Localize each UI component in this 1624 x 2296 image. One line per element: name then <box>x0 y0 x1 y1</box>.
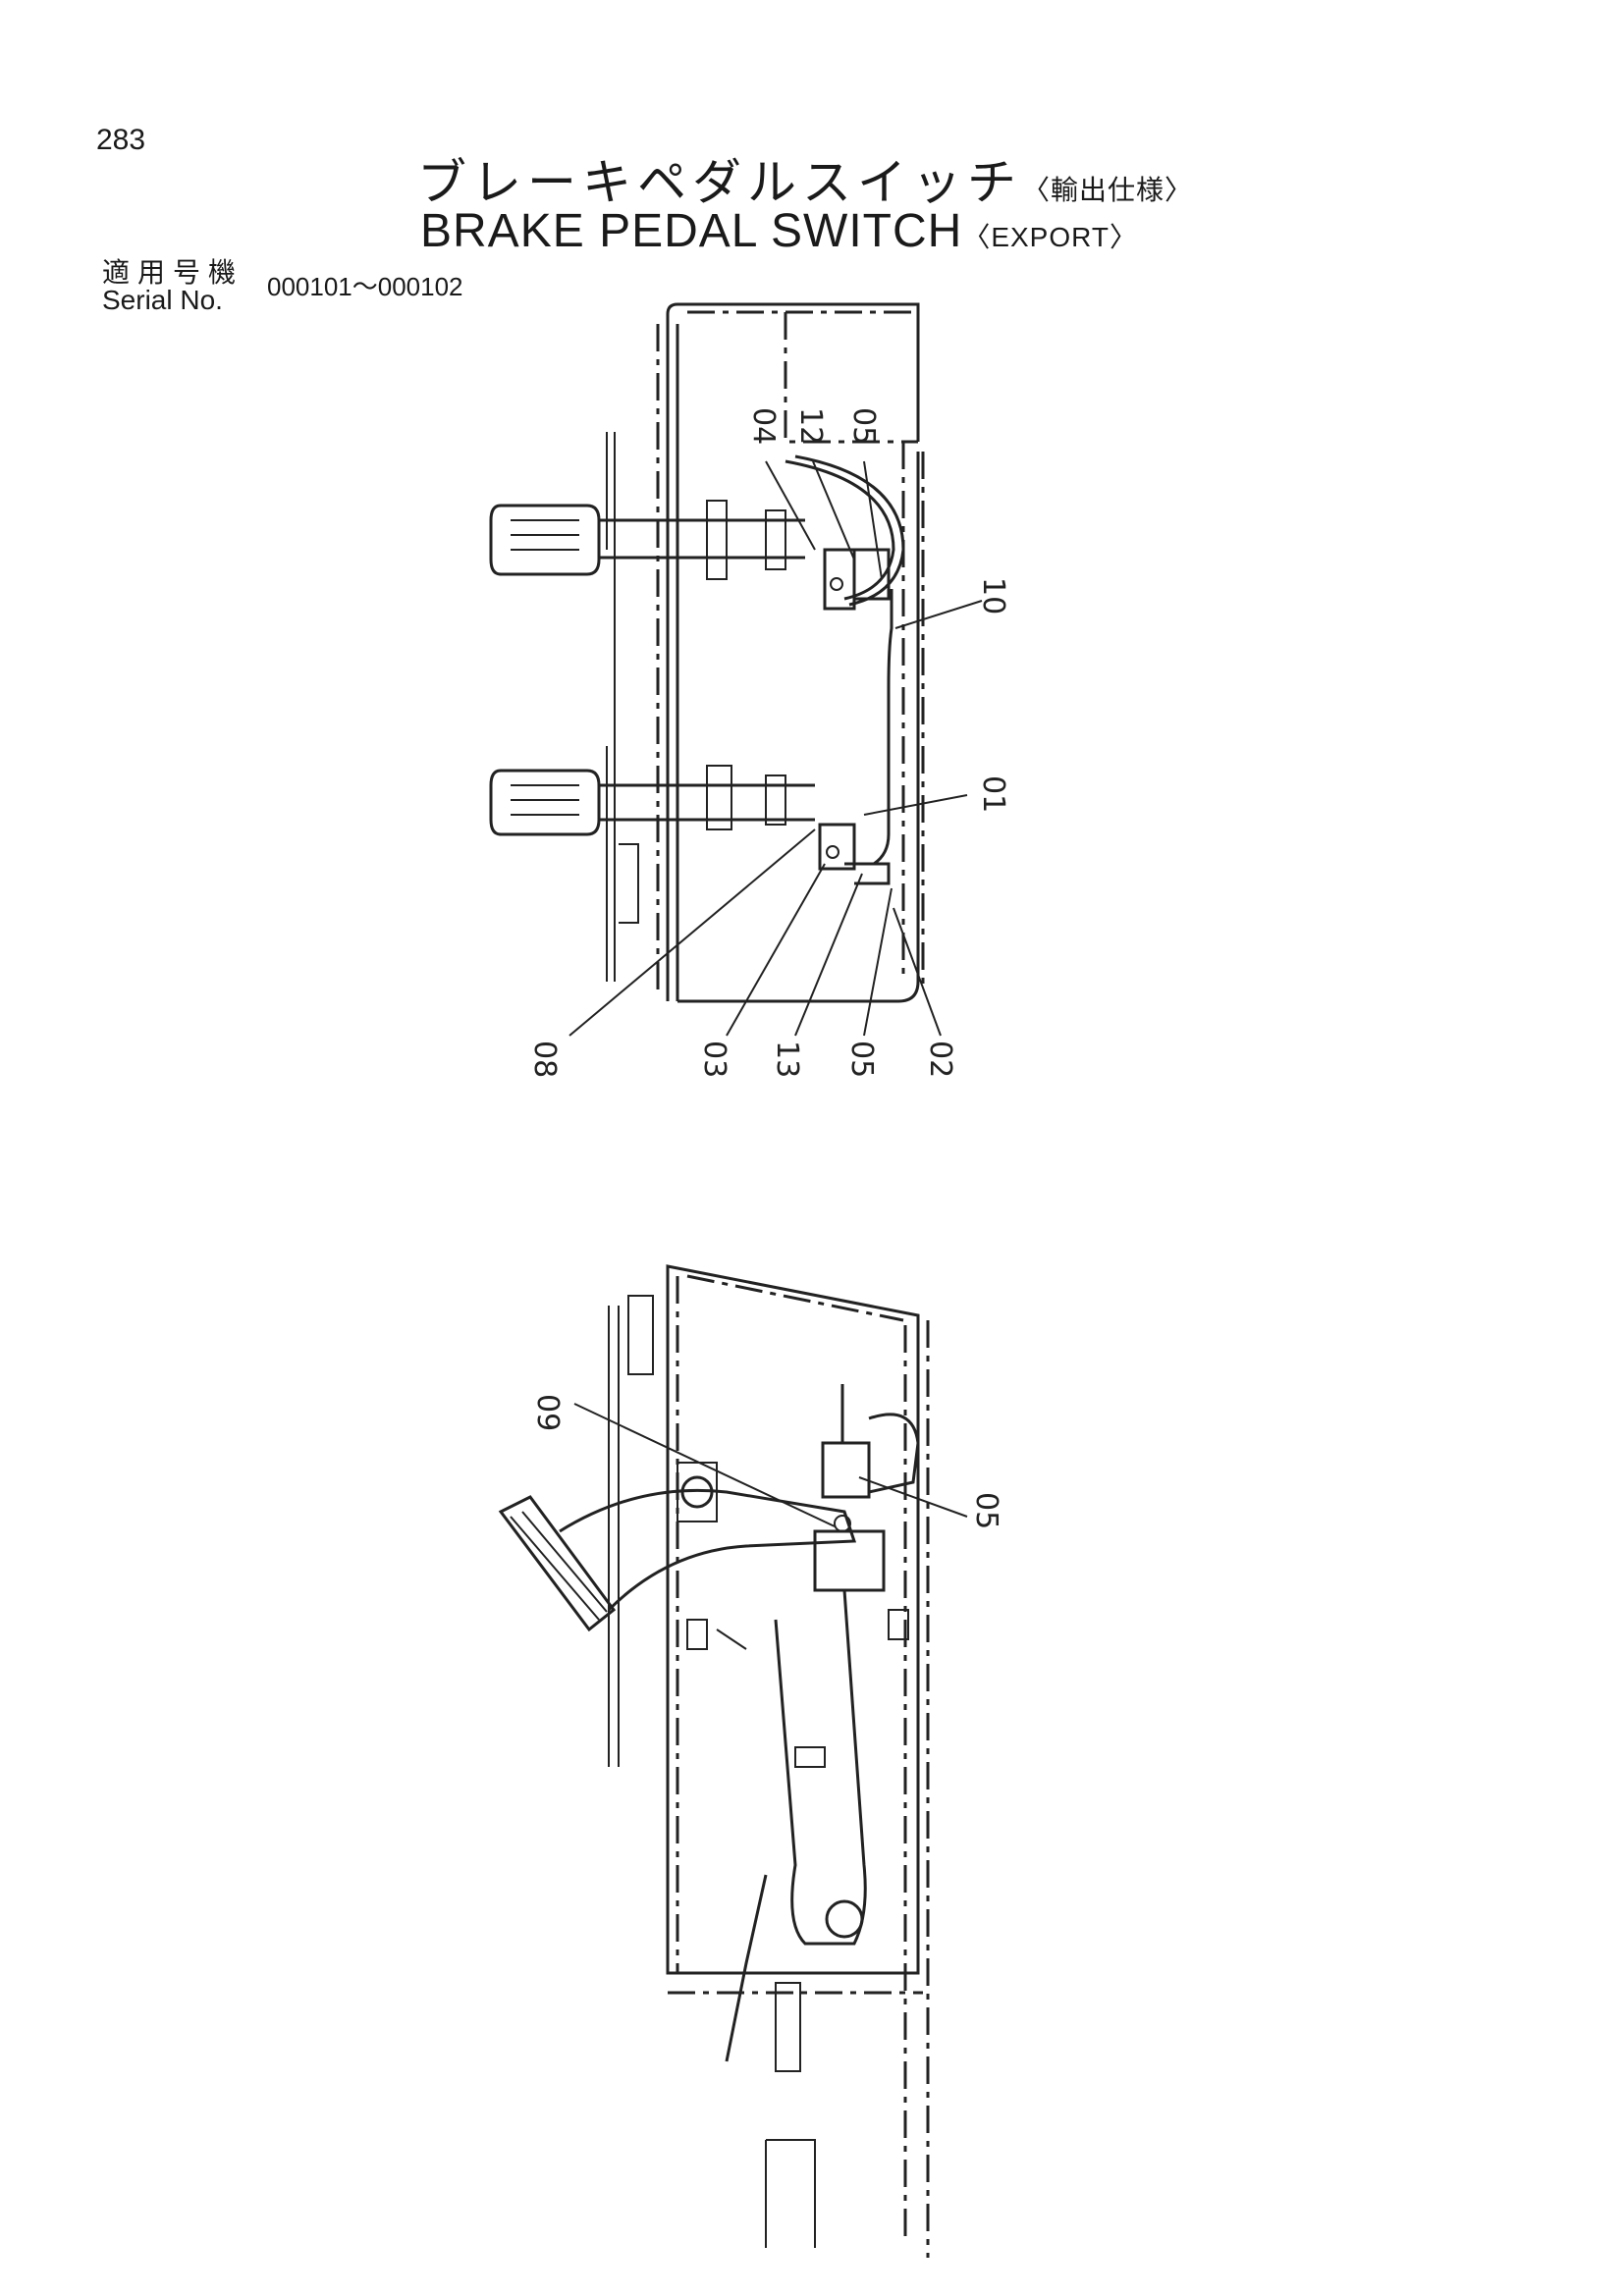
side-right-bolt <box>888 1609 909 1640</box>
top-upper-switch-bracket <box>854 548 891 601</box>
callout-01: 01 <box>976 775 1010 813</box>
side-left-bolt <box>686 1619 747 1650</box>
side-view-drawing: 09 05 <box>498 1264 1003 2258</box>
leader-10 <box>894 600 983 629</box>
serial-label-ja: 適用号機 <box>102 256 244 289</box>
side-pivot-lower <box>825 1899 864 1939</box>
leader-03 <box>726 863 826 1037</box>
leader-01 <box>863 794 968 816</box>
top-upper-pedal-brackets <box>706 500 786 580</box>
title-english: BRAKE PEDAL SWITCH〈EXPORT〉 <box>420 204 1138 258</box>
side-pedal-pad <box>498 1495 617 1632</box>
leader-04 <box>765 460 816 551</box>
top-frame-right <box>677 452 920 1003</box>
title-en-suffix: 〈EXPORT〉 <box>962 222 1138 252</box>
side-frame-outline <box>666 1264 920 1975</box>
side-switch-plunger <box>834 1515 851 1532</box>
side-main-lever <box>774 1589 867 1946</box>
top-view-drawing: 04 12 05 10 01 08 03 13 05 02 <box>489 302 1010 1078</box>
side-stopper <box>794 1746 826 1768</box>
top-lower-switch-bracket <box>854 862 891 885</box>
top-lower-switch-bolt <box>826 845 839 859</box>
page-number: 283 <box>96 124 146 156</box>
top-frame-dashline-box <box>784 312 918 444</box>
callout-05a: 05 <box>846 407 881 445</box>
leader-05a <box>863 460 883 580</box>
top-upper-pedal-shaft <box>599 518 805 560</box>
top-upper-harness-2 <box>794 454 905 607</box>
callout-10: 10 <box>976 577 1010 614</box>
side-switch-bracket <box>868 1413 920 1494</box>
side-link-block <box>813 1529 886 1592</box>
callout-03: 03 <box>697 1041 731 1078</box>
top-lower-pedal-brackets <box>706 765 786 830</box>
side-floor-plate <box>608 1306 620 1767</box>
callout-04: 04 <box>746 407 781 445</box>
side-pivot-bracket <box>677 1462 718 1522</box>
top-lower-pedal-ribs <box>511 784 579 816</box>
side-adjuster <box>775 1982 801 2072</box>
top-long-harness <box>844 589 893 866</box>
top-lower-floor-detail <box>619 843 639 924</box>
leader-05b <box>863 887 893 1037</box>
side-pivot-upper <box>680 1475 714 1509</box>
title-ja-suffix: 〈輸出仕様〉 <box>1022 174 1194 206</box>
side-bottom-bracket <box>765 2139 816 2248</box>
side-top-bracket <box>627 1295 654 1375</box>
callout-12: 12 <box>793 407 828 445</box>
top-lower-switch <box>818 823 856 871</box>
callout-13: 13 <box>770 1041 804 1078</box>
side-switch <box>821 1441 871 1499</box>
side-pedal-ribs <box>510 1511 608 1621</box>
top-upper-switch-bolt <box>830 577 843 591</box>
top-upper-harness <box>785 459 895 601</box>
serial-range: 000101～000102 <box>267 272 463 301</box>
top-upper-switch <box>823 548 856 611</box>
top-frame-outline <box>666 302 920 1001</box>
top-floor-plate <box>606 432 616 982</box>
callout-02: 02 <box>923 1041 957 1078</box>
side-rod <box>725 1874 768 2062</box>
leader-05-side <box>858 1476 968 1518</box>
top-upper-pedal-ribs <box>511 519 579 551</box>
leader-02 <box>893 907 942 1037</box>
callout-08: 08 <box>527 1041 562 1078</box>
leader-08 <box>568 828 816 1037</box>
side-frame-dashline-top <box>686 1274 904 1322</box>
title-en-main: BRAKE PEDAL SWITCH <box>420 205 963 257</box>
leader-09 <box>573 1403 836 1527</box>
side-pedal-lever <box>559 1488 857 1612</box>
title-ja-main: ブレーキペダルスイッチ <box>417 154 1022 211</box>
serial-label-en: Serial No. <box>102 285 223 315</box>
callout-05b: 05 <box>844 1041 879 1078</box>
leader-13 <box>794 873 863 1037</box>
title-japanese: ブレーキペダルスイッチ〈輸出仕様〉 <box>417 143 1193 214</box>
callout-05-side: 05 <box>969 1492 1003 1529</box>
leader-12 <box>812 460 855 561</box>
callout-09: 09 <box>530 1394 565 1431</box>
top-upper-pedal <box>489 504 601 576</box>
top-lower-pedal <box>489 769 601 836</box>
